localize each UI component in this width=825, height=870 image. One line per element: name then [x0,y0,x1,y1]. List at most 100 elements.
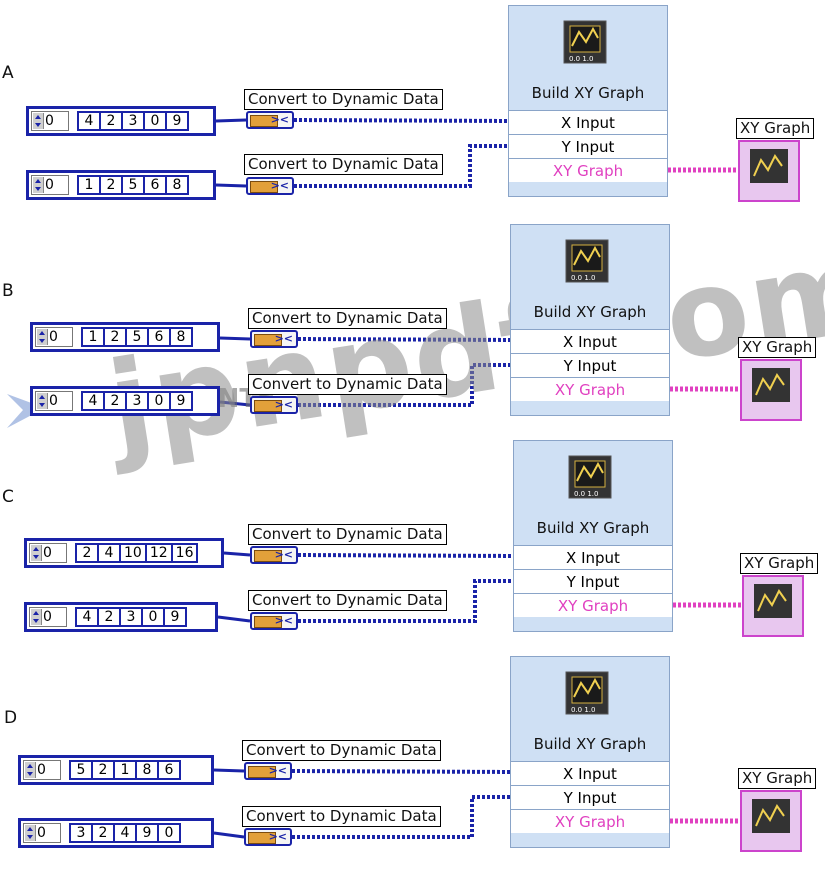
array-cell[interactable]: 3 [121,609,143,625]
dynamic-data-wire[interactable] [292,795,512,839]
dynamic-data-wire[interactable] [298,363,512,407]
array-cell[interactable]: 3 [127,393,149,409]
array-wire[interactable] [215,118,247,123]
array-cell[interactable]: 10 [121,545,147,561]
array-cell[interactable]: 1 [79,177,101,193]
array-cell[interactable]: 8 [137,762,159,778]
build-xy-graph-express-vi[interactable]: 0.0 1.0 Build XY Graph X Input Y Input X… [510,656,670,848]
y-array-constant[interactable]: 0 3 2 4 9 0 [18,818,214,848]
dynamic-data-wire[interactable] [298,579,515,623]
x-input-terminal[interactable]: X Input [514,545,672,569]
build-xy-graph-express-vi[interactable]: 0.0 1.0 Build XY Graph X Input Y Input X… [510,224,670,416]
x-array-constant[interactable]: 0 1 2 5 6 8 [30,322,220,352]
array-cell[interactable]: 4 [99,545,121,561]
array-index[interactable]: 0 [23,760,61,780]
convert-to-dynamic-data-node[interactable]: >< [250,396,298,414]
xy-graph-output-terminal[interactable]: XY Graph [511,377,669,401]
y-input-terminal[interactable]: Y Input [509,134,667,158]
index-spinner-icon[interactable] [25,825,36,841]
index-spinner-icon[interactable] [25,762,36,778]
array-index[interactable]: 0 [29,543,67,563]
array-cell[interactable]: 9 [172,113,182,129]
array-cell[interactable]: 2 [105,393,127,409]
array-index[interactable]: 0 [31,111,69,131]
index-spinner-icon[interactable] [37,329,48,345]
index-spinner-icon[interactable] [31,609,42,625]
dynamic-data-wire[interactable] [297,337,513,342]
convert-to-dynamic-data-node[interactable]: >< [250,546,298,564]
array-wire[interactable] [213,831,245,839]
array-wire[interactable] [217,615,251,623]
array-cell[interactable]: 2 [101,177,123,193]
xy-graph-indicator[interactable] [740,790,802,852]
array-cell[interactable]: 9 [137,825,159,841]
dynamic-data-wire[interactable] [291,769,513,774]
array-wire[interactable] [215,183,247,188]
array-cell[interactable]: 0 [149,393,171,409]
array-wire[interactable] [219,400,251,407]
array-cell[interactable]: 16 [175,545,194,561]
array-cell[interactable]: 9 [176,393,186,409]
array-cell[interactable]: 12 [147,545,173,561]
array-cell[interactable]: 8 [176,329,186,345]
y-array-constant[interactable]: 0 4 2 3 0 9 [24,602,218,632]
build-xy-graph-express-vi[interactable]: 0.0 1.0 Build XY Graph X Input Y Input X… [508,5,668,197]
array-index[interactable]: 0 [29,607,67,627]
array-cell[interactable]: 0 [164,825,174,841]
array-cell[interactable]: 2 [101,113,123,129]
array-index[interactable]: 0 [23,823,61,843]
y-input-terminal[interactable]: Y Input [511,353,669,377]
array-wire[interactable] [219,336,251,341]
dynamic-data-wire[interactable] [297,553,516,558]
x-array-constant[interactable]: 0 5 2 1 8 6 [18,755,214,785]
x-array-constant[interactable]: 0 2 4 10 12 16 [24,538,224,568]
array-cell[interactable]: 6 [164,762,174,778]
array-cell[interactable]: 3 [71,825,93,841]
array-cell[interactable]: 8 [172,177,182,193]
xy-graph-indicator[interactable] [742,575,804,637]
array-cell[interactable]: 2 [77,545,99,561]
x-input-terminal[interactable]: X Input [509,110,667,134]
convert-to-dynamic-data-node[interactable]: >< [246,177,294,195]
y-array-constant[interactable]: 0 4 2 3 0 9 [30,386,220,416]
convert-to-dynamic-data-node[interactable]: >< [244,828,292,846]
y-input-terminal[interactable]: Y Input [514,569,672,593]
array-cell[interactable]: 4 [83,393,105,409]
xy-graph-output-terminal[interactable]: XY Graph [509,158,667,182]
y-array-constant[interactable]: 0 1 2 5 6 8 [26,170,216,200]
array-cell[interactable]: 2 [99,609,121,625]
array-cell[interactable]: 2 [93,825,115,841]
array-cell[interactable]: 1 [83,329,105,345]
array-cell[interactable]: 2 [105,329,127,345]
y-input-terminal[interactable]: Y Input [511,785,669,809]
array-cell[interactable]: 5 [123,177,145,193]
convert-to-dynamic-data-node[interactable]: >< [250,330,298,348]
xy-graph-indicator[interactable] [740,359,802,421]
convert-to-dynamic-data-node[interactable]: >< [250,612,298,630]
array-cell[interactable]: 1 [115,762,137,778]
build-xy-graph-express-vi[interactable]: 0.0 1.0 Build XY Graph X Input Y Input X… [513,440,673,632]
array-wire[interactable] [223,551,251,557]
xy-graph-output-terminal[interactable]: XY Graph [511,809,669,833]
array-cell[interactable]: 5 [71,762,93,778]
array-cell[interactable]: 6 [145,177,167,193]
array-cell[interactable]: 2 [93,762,115,778]
dynamic-data-wire[interactable] [294,144,510,188]
array-cell[interactable]: 0 [145,113,167,129]
array-cell[interactable]: 0 [143,609,165,625]
array-index[interactable]: 0 [35,391,73,411]
x-input-terminal[interactable]: X Input [511,329,669,353]
index-spinner-icon[interactable] [33,177,44,193]
convert-to-dynamic-data-node[interactable]: >< [244,762,292,780]
array-cell[interactable]: 4 [115,825,137,841]
xy-graph-indicator[interactable] [738,140,800,202]
array-cell[interactable]: 4 [79,113,101,129]
array-index[interactable]: 0 [31,175,69,195]
index-spinner-icon[interactable] [31,545,42,561]
array-cell[interactable]: 3 [123,113,145,129]
convert-to-dynamic-data-node[interactable]: >< [246,111,294,129]
dynamic-data-wire[interactable] [293,118,511,123]
array-index[interactable]: 0 [35,327,73,347]
index-spinner-icon[interactable] [37,393,48,409]
xy-graph-output-terminal[interactable]: XY Graph [514,593,672,617]
